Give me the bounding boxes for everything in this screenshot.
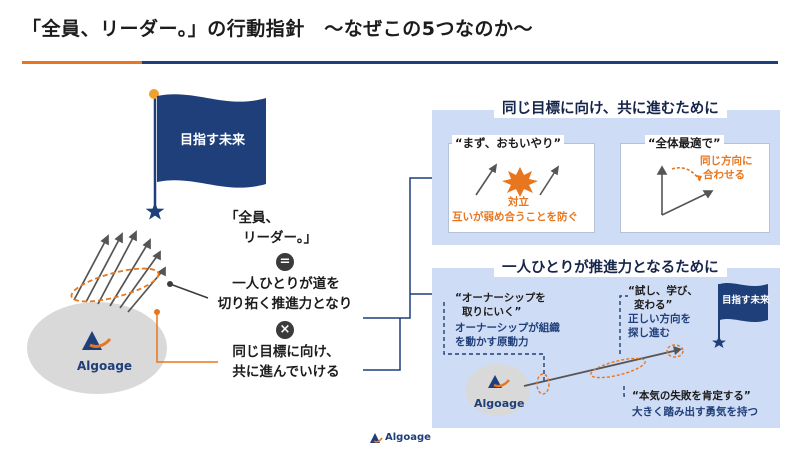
- times-icon: ×: [276, 321, 294, 339]
- learn-desc-1: 正しい方向を: [628, 313, 691, 325]
- small-flag-label: 目指す未来: [722, 295, 770, 306]
- pointer-line-dark: [169, 283, 209, 299]
- equal-icon: =: [276, 253, 294, 271]
- owner-desc-2: を動かす原動力: [455, 336, 529, 348]
- owner-quote-2: 取りにいく”: [462, 306, 522, 318]
- top-panel-title: 同じ目標に向け、共に進むために: [494, 97, 727, 118]
- algoage-logo-left: Algoage: [77, 359, 133, 373]
- star-icon: [145, 202, 165, 220]
- learn-quote-2: 変わる”: [634, 299, 673, 311]
- leader-line2: リーダー。」: [243, 230, 318, 246]
- header-rule: [142, 61, 778, 64]
- bottom-panel-title: 一人ひとりが推進力となるために: [494, 256, 727, 277]
- algoage-logo-bottom: Algoage: [474, 397, 525, 410]
- failure-quote: “本気の失敗を肯定する”: [632, 390, 751, 402]
- owner-quote-1: “オーナーシップを: [455, 292, 546, 304]
- algoage-footer-logo: Algoage: [385, 432, 431, 443]
- align-label-2: 合わせる: [703, 169, 745, 181]
- leader-line1: 「全員、: [225, 210, 279, 226]
- focus-ellipse: [70, 267, 160, 303]
- together-line2: 共に進んでいける: [232, 364, 340, 380]
- left-card-title: “まず、おもいやり”: [452, 135, 565, 151]
- header-rule-accent: [22, 61, 142, 64]
- page-title: 「全員、リーダー。」の行動指針 ～なぜこの5つなのか～: [22, 18, 534, 40]
- pointer-line-orange: [156, 312, 218, 363]
- bottom-panel-graphics: [443, 283, 768, 416]
- flag-pole-top: [149, 89, 159, 99]
- learn-desc-2: 探し進む: [628, 327, 670, 339]
- right-card-title: “全体最適で”: [645, 135, 724, 151]
- algoage-logo-icon: [370, 433, 383, 443]
- flag-body: [157, 94, 266, 188]
- learn-quote-1: “試し、学び、: [628, 285, 698, 297]
- conflict-graphic: [475, 163, 560, 197]
- propulsion-line2: 切り拓く推進力となり: [217, 296, 353, 312]
- alignment-graphic: [656, 165, 714, 216]
- align-label-1: 同じ方向に: [700, 155, 753, 167]
- together-line1: 同じ目標に向け、: [232, 344, 340, 360]
- conflict-caption: 互いが弱め合うことを防ぐ: [452, 211, 578, 223]
- propulsion-line1: 一人ひとりが道を: [232, 276, 340, 292]
- right-card: [620, 143, 770, 233]
- failure-desc: 大きく踏み出す勇気を持つ: [632, 406, 758, 418]
- conflict-label: 対立: [508, 196, 529, 208]
- flag-label: 目指す未来: [180, 133, 246, 148]
- owner-desc-1: オーナーシップが組織: [455, 322, 560, 334]
- spark-icon: [502, 167, 538, 197]
